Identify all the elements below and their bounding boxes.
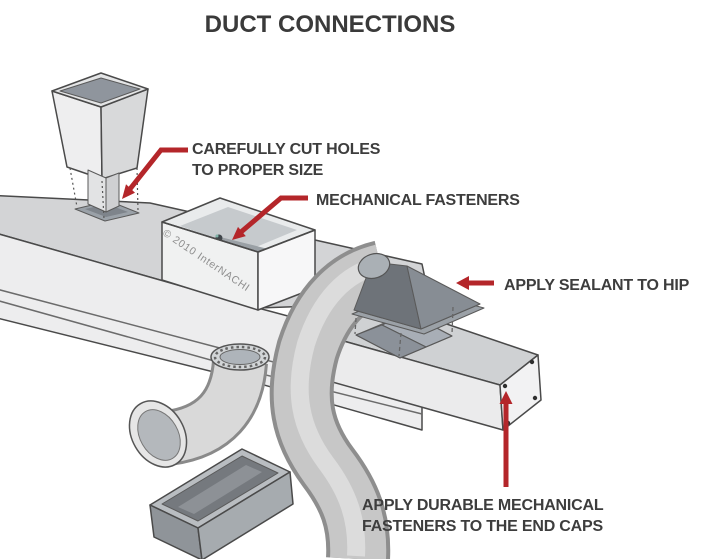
hip-takeoff: [351, 252, 485, 357]
sealant-arrowhead: [456, 276, 469, 290]
mechanical-leader: [239, 195, 308, 234]
callout-mechanical-fasteners: MECHANICAL FASTENERS: [316, 192, 520, 209]
elbow: [128, 343, 270, 468]
callout-cut-holes-line2: TO PROPER SIZE: [192, 162, 324, 179]
register-boot: [149, 448, 294, 559]
callout-end-caps-line2: FASTENERS TO THE END CAPS: [362, 518, 603, 535]
starting-collar: [87, 169, 120, 213]
callout-cut-holes-line1: CAREFULLY CUT HOLES: [192, 141, 381, 158]
leader-lines: [122, 147, 513, 487]
mechanical-arrowhead: [232, 226, 246, 240]
hip-collar: [357, 252, 391, 280]
callout-apply-sealant: APPLY SEALANT TO HIP: [504, 277, 690, 294]
callout-end-caps-line1: APPLY DURABLE MECHANICAL: [362, 497, 604, 514]
page-title: DUCT CONNECTIONS: [204, 11, 456, 38]
end-caps-arrowhead: [499, 391, 513, 404]
callout-end-caps: APPLY DURABLE MECHANICAL FASTENERS TO TH…: [362, 495, 604, 537]
cut-holes-arrowhead: [122, 184, 135, 199]
callout-cut-holes: CAREFULLY CUT HOLES TO PROPER SIZE: [192, 139, 380, 181]
cut-holes-leader: [128, 147, 188, 191]
vertical-duct: [51, 72, 149, 220]
flex-duct: [269, 240, 391, 559]
end-cap: [499, 354, 542, 431]
